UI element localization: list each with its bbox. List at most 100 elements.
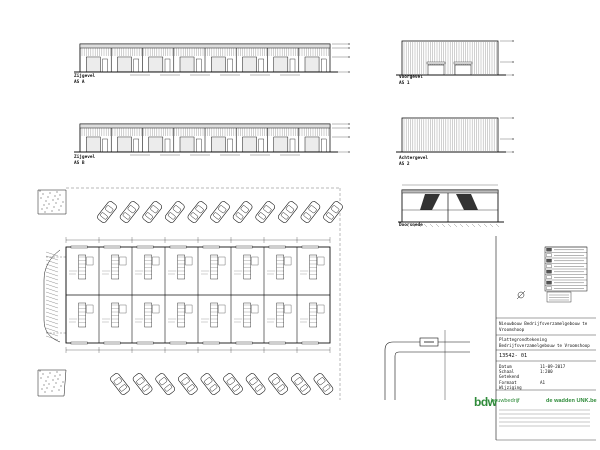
green-dot — [44, 211, 46, 213]
car-body — [313, 373, 334, 395]
title-field-value: 11-09-2017 — [540, 364, 566, 369]
ground-hatch — [417, 223, 422, 228]
curb-hatch — [45, 327, 59, 333]
curb-hatch — [45, 323, 59, 329]
level-dot — [348, 43, 350, 45]
stair-core — [276, 302, 285, 328]
level-dot — [512, 151, 514, 153]
car-body — [187, 201, 208, 223]
car-rear-window — [145, 212, 153, 220]
toilet-room — [185, 256, 193, 266]
car-body — [177, 373, 198, 395]
level-dot — [348, 151, 350, 153]
curb-hatch — [45, 275, 59, 281]
car — [177, 373, 198, 395]
title-block-frame — [495, 236, 596, 441]
curb-hatch — [45, 331, 59, 337]
elevation-front-label: Voorgevel — [399, 75, 423, 80]
car-rear-window — [167, 212, 176, 220]
car — [323, 201, 343, 223]
door — [427, 64, 445, 76]
title-field-key: Wijziging — [499, 384, 522, 390]
green-dot — [60, 205, 62, 207]
entry-door — [133, 138, 139, 153]
car-rear-window — [280, 212, 289, 220]
green-dot — [56, 371, 58, 373]
curb-left — [43, 249, 61, 343]
green-dot — [49, 192, 51, 194]
facade-outline — [401, 117, 499, 153]
curb-hatch — [45, 307, 59, 313]
stair-core — [210, 302, 218, 328]
car-windshield — [204, 377, 213, 386]
curb-hatch — [45, 251, 59, 257]
toilet-room — [218, 304, 226, 314]
overhead-door — [179, 56, 195, 73]
car-body — [268, 373, 289, 395]
car-rear-window — [187, 384, 195, 392]
map-area — [375, 320, 465, 400]
car-body — [245, 373, 266, 395]
overhead-door — [242, 56, 257, 73]
green-dot — [48, 383, 50, 385]
overhead-door-plan — [301, 245, 319, 249]
level-dot — [512, 61, 514, 63]
green-dot — [62, 381, 64, 383]
car-rear-window — [277, 384, 286, 392]
car — [132, 373, 153, 395]
ground-hatch — [465, 223, 470, 228]
car-body — [200, 373, 221, 395]
overhead-door — [117, 136, 132, 153]
toilet-room — [86, 304, 94, 314]
car-rear-window — [164, 384, 173, 392]
car-rear-window — [119, 384, 127, 392]
mezzanine-hatch — [456, 194, 478, 210]
door — [454, 64, 472, 76]
car-body — [155, 373, 176, 395]
level-dot — [512, 74, 514, 76]
toilet-room — [119, 256, 127, 266]
curb-hatch — [45, 291, 59, 297]
toilet-room — [152, 256, 160, 266]
green-area — [37, 369, 67, 397]
car-windshield — [294, 377, 303, 386]
ground-hatch — [435, 223, 440, 228]
green-dot — [43, 204, 45, 206]
elevation-back — [396, 117, 514, 153]
cross-section — [398, 184, 504, 228]
curb-hatch — [45, 283, 59, 289]
green-dot — [59, 374, 61, 376]
ground-hatch — [489, 223, 494, 228]
level-dot — [348, 123, 350, 125]
car — [210, 201, 230, 223]
north-circle — [517, 291, 525, 299]
ground-hatch — [471, 223, 476, 228]
overhead-door-plan — [268, 341, 286, 345]
legend-swatch — [546, 264, 552, 268]
toilet-room — [251, 256, 259, 266]
curb-hatch — [45, 287, 59, 293]
curb-hatch — [45, 255, 59, 261]
car-rear-window — [303, 212, 312, 220]
car-windshield — [263, 205, 272, 214]
level-dot — [348, 136, 350, 138]
entry-door — [196, 138, 202, 153]
level-dot — [512, 138, 514, 140]
road-edge — [384, 341, 470, 400]
facade-outline — [401, 40, 499, 76]
toilet-room — [284, 304, 292, 314]
level-dot — [512, 40, 514, 42]
ground-hatch — [447, 223, 452, 228]
green-dot — [51, 390, 53, 392]
car-body — [323, 201, 343, 223]
car-body — [277, 201, 298, 223]
green-dot — [53, 206, 55, 208]
site-plan — [37, 187, 341, 400]
car-rear-window — [122, 212, 131, 220]
stair-core — [276, 254, 285, 280]
stair-core — [177, 302, 185, 328]
entry-door — [289, 58, 296, 73]
green-dot — [60, 385, 62, 387]
legend-swatch — [546, 275, 552, 279]
car-body — [132, 373, 153, 395]
